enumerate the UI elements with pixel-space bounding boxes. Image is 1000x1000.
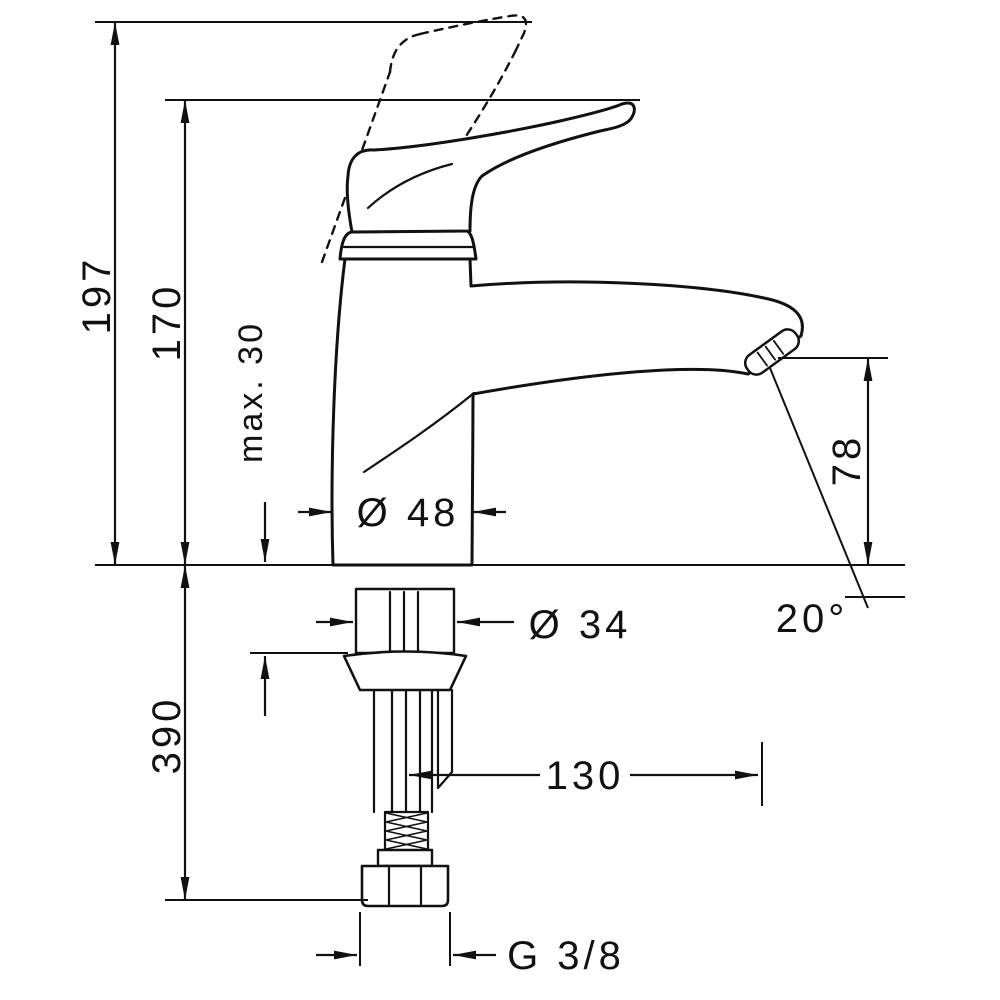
spray-angle-line [769,367,869,609]
label-outlet-angle: 20° [776,597,849,641]
label-connection-thread: G 3/8 [507,934,625,978]
supply-hoses-upper [388,590,420,654]
label-max-mounting-thickness: max. 30 [232,321,270,463]
label-spout-reach: 130 [546,754,625,798]
flex-hose-braid [383,810,430,854]
body-and-spout-outline [330,257,804,567]
below-deck-assembly [342,587,468,908]
aerator-slats [756,339,785,367]
faucet-outline [330,101,804,567]
aerator [743,328,801,376]
dimension-lines [95,21,905,966]
dashed-handle-knob [388,32,422,74]
hose-collar [376,848,434,868]
label-hose-length: 390 [145,696,189,775]
label-total-height: 197 [75,256,119,335]
handle-accent-curve [366,162,454,210]
aerator-capsule [743,328,801,376]
handle-collar [338,228,478,261]
handle-lever [345,101,636,234]
supply-hoses-lower [372,688,434,814]
dashed-handle-left-edge [320,70,392,264]
dashed-handle-lever-tip [418,14,528,52]
handle-raised-dashed-outline [320,14,528,264]
label-outlet-height: 78 [825,434,869,487]
dimension-labels: 197 170 max. 30 Ø 48 78 20° Ø 34 390 130… [75,256,869,978]
spout-body-blend-curve [362,391,476,474]
label-hole-diameter: Ø 34 [529,603,632,647]
connector-hex-nut [360,864,450,908]
label-body-diameter: Ø 48 [357,491,460,535]
hex-nut-facets [387,864,423,908]
dashed-handle-underside [436,48,518,180]
fixing-washer [342,650,468,692]
label-spout-top-height: 170 [145,283,189,362]
second-hose-cut [436,688,454,790]
